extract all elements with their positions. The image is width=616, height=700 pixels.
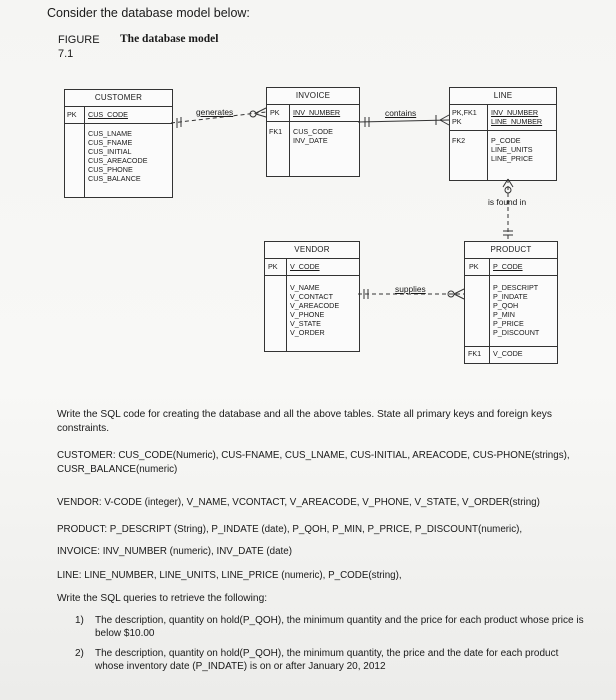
supplies-label: supplies	[395, 284, 426, 294]
line-key-column-divider	[487, 104, 488, 180]
customer-field: CUS_BALANCE	[88, 174, 141, 183]
line-pk-tag: PK	[452, 117, 462, 126]
contains-crowfoot	[439, 119, 450, 126]
vendor-field: V_AREACODE	[290, 301, 340, 310]
query-number: 2)	[75, 648, 84, 659]
vendor-entity-name: VENDOR	[265, 242, 359, 259]
vendor-spec: VENDOR: V-CODE (integer), V_NAME, VCONTA…	[57, 497, 540, 508]
instructions-intro: Write the SQL code for creating the data…	[57, 409, 552, 434]
product-pk-field: P_CODE	[493, 262, 523, 271]
product-fk-tag: FK1	[468, 349, 482, 358]
product-field: P_QOH	[493, 301, 519, 310]
query-number: 1)	[75, 615, 84, 626]
invoice-fk-tag: FK1	[269, 127, 283, 136]
product-entity: PRODUCT PK P_CODE P_DESCRIPT P_INDATE P_…	[464, 241, 558, 364]
invoice-pk-tag: PK	[270, 108, 280, 117]
product-field: P_DESCRIPT	[493, 283, 539, 292]
query-text: The description, quantity on hold(P_QOH)…	[95, 615, 584, 639]
line-spec: LINE: LINE_NUMBER, LINE_UNITS, LINE_PRIC…	[57, 570, 402, 581]
figure-label-word: FIGURE	[58, 34, 100, 46]
vendor-field: V_NAME	[290, 283, 320, 292]
customer-spec: CUSTOMER: CUS_CODE(Numeric), CUS-FNAME, …	[57, 450, 570, 475]
customer-field: CUS_FNAME	[88, 138, 133, 147]
customer-pk-field: CUS_CODE	[88, 110, 128, 119]
product-pk-tag: PK	[469, 262, 479, 271]
customer-field: CUS_PHONE	[88, 165, 133, 174]
product-fk-divider	[465, 346, 557, 347]
line-fk-tag: FK2	[452, 136, 466, 145]
contains-connector-line	[357, 119, 450, 123]
line-field: LINE_UNITS	[491, 145, 533, 154]
is-found-in-crowfoot	[507, 178, 514, 188]
line-field: P_CODE	[491, 136, 521, 145]
invoice-entity: INVOICE PK INV_NUMBER FK1 CUS_CODE INV_D…	[266, 87, 360, 177]
customer-pk-divider	[65, 123, 172, 124]
vendor-entity: VENDOR PK V_CODE V_NAME V_CONTACT V_AREA…	[264, 241, 360, 352]
customer-field: CUS_LNAME	[88, 129, 132, 138]
figure-label: FIGURE 7.1	[58, 33, 100, 61]
vendor-pk-divider	[265, 275, 359, 276]
figure-title: The database model	[120, 33, 219, 45]
vendor-key-column-divider	[286, 258, 287, 351]
customer-entity-name: CUSTOMER	[65, 90, 172, 107]
invoice-field: CUS_CODE	[293, 127, 333, 136]
product-field: P_PRICE	[493, 319, 524, 328]
invoice-pk-field: INV_NUMBER	[293, 108, 341, 117]
line-pk-tag: PK,FK1	[452, 108, 477, 117]
vendor-field: V_CONTACT	[290, 292, 333, 301]
product-field: P_MIN	[493, 310, 515, 319]
customer-pk-tag: PK	[67, 110, 77, 119]
line-entity-name: LINE	[450, 88, 556, 105]
line-pk-field: LINE_NUMBER	[491, 117, 543, 126]
page-heading: Consider the database model below:	[47, 6, 250, 20]
customer-key-column-divider	[84, 106, 85, 197]
customer-field: CUS_INITIAL	[88, 147, 132, 156]
invoice-key-column-divider	[289, 104, 290, 176]
figure-number: 7.1	[58, 48, 74, 60]
vendor-pk-field: V_CODE	[290, 262, 320, 271]
contains-label: contains	[385, 108, 417, 118]
vendor-field: V_STATE	[290, 319, 321, 328]
generates-crowfoot	[255, 107, 267, 114]
vendor-pk-tag: PK	[268, 262, 278, 271]
line-pk-field: INV_NUMBER	[491, 108, 539, 117]
product-entity-name: PRODUCT	[465, 242, 557, 259]
product-field: P_INDATE	[493, 292, 528, 301]
invoice-field: INV_DATE	[293, 136, 328, 145]
is-found-in-zero-mark	[504, 186, 512, 194]
query-text: The description, quantity on hold(P_QOH)…	[95, 648, 559, 672]
query-item: 1) The description, quantity on hold(P_Q…	[75, 614, 585, 644]
product-field: P_DISCOUNT	[493, 328, 540, 337]
is-found-in-label: is found in	[488, 197, 527, 207]
vendor-field: V_ORDER	[290, 328, 325, 337]
supplies-crowfoot	[453, 293, 465, 300]
line-entity: LINE PK,FK1 PK INV_NUMBER LINE_NUMBER FK…	[449, 87, 557, 181]
invoice-spec: INVOICE: INV_NUMBER (numeric), INV_DATE …	[57, 546, 292, 557]
queries-intro: Write the SQL queries to retrieve the fo…	[57, 593, 268, 604]
generates-crowfoot	[255, 113, 267, 118]
line-pk-divider	[450, 130, 556, 131]
product-spec: PRODUCT: P_DESCRIPT (String), P_INDATE (…	[57, 524, 523, 535]
product-key-column-divider	[489, 258, 490, 363]
supplies-crowfoot	[453, 288, 465, 295]
is-found-in-crowfoot	[502, 178, 509, 188]
invoice-entity-name: INVOICE	[267, 88, 359, 105]
invoice-pk-divider	[267, 121, 359, 122]
contains-crowfoot	[439, 114, 450, 121]
customer-entity: CUSTOMER PK CUS_CODE CUS_LNAME CUS_FNAME…	[64, 89, 173, 198]
customer-field: CUS_AREACODE	[88, 156, 148, 165]
generates-label: generates	[196, 107, 234, 117]
product-field: V_CODE	[493, 349, 523, 358]
vendor-field: V_PHONE	[290, 310, 325, 319]
product-pk-divider	[465, 275, 557, 276]
query-item: 2) The description, quantity on hold(P_Q…	[75, 647, 585, 677]
line-field: LINE_PRICE	[491, 154, 533, 163]
